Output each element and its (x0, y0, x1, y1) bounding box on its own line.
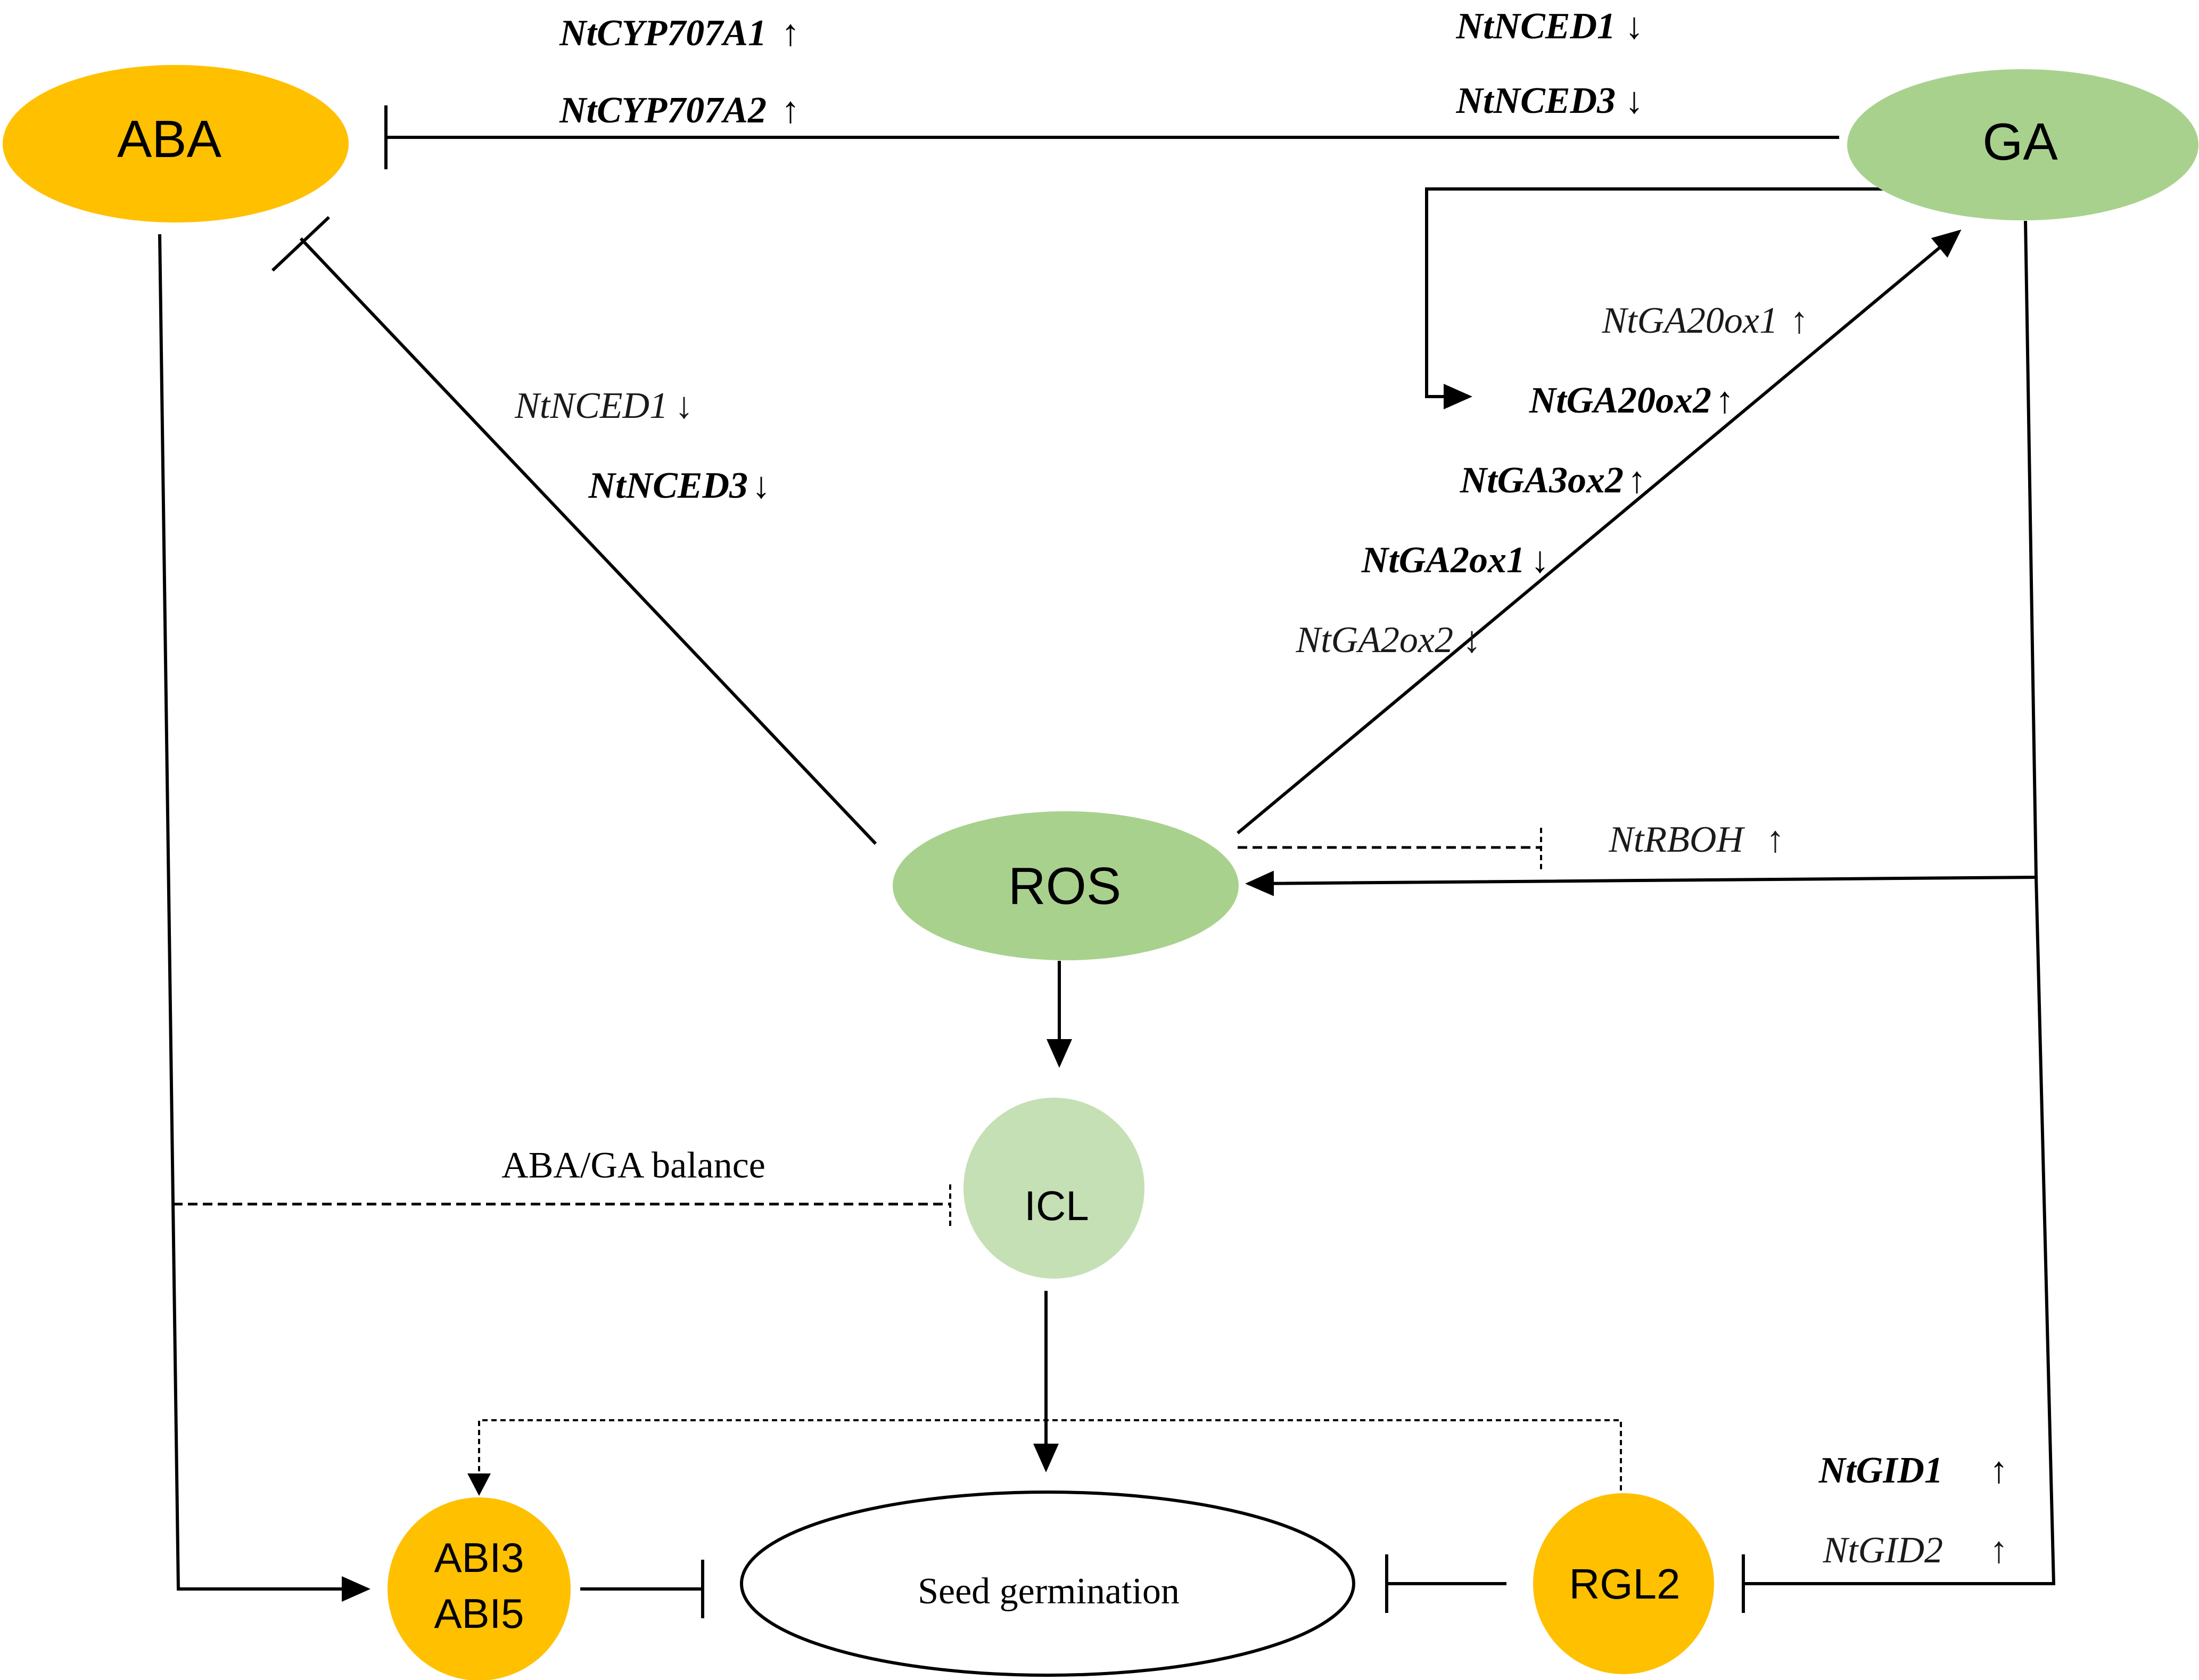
gene-ntrboh: NtRBOH (1608, 819, 1745, 860)
gene-ntgid2: NtGID2 (1822, 1530, 1943, 1571)
node-icl-label: ICL (1024, 1182, 1089, 1229)
aba-ga-balance-label: ABA/GA balance (501, 1145, 765, 1186)
edge-ros-activates-ga (1237, 229, 1962, 835)
node-rgl2: RGL2 (1533, 1493, 1714, 1674)
gene-ntga20ox2: NtGA20ox2 (1529, 380, 1711, 421)
gene-ntnced3-left: NtNCED3 (588, 465, 748, 506)
node-aba-label: ABA (117, 110, 222, 168)
gene-ntgid1-up-arrow-icon: ↑ (1990, 1450, 2008, 1491)
gene-ntnced3-top-down-arrow-icon: ↓ (1625, 80, 1644, 121)
gene-ntga20ox2-up-arrow-icon: ↑ (1716, 380, 1734, 421)
gene-ntga3ox2-up-arrow-icon: ↑ (1628, 460, 1646, 501)
node-rgl2-label: RGL2 (1569, 1560, 1681, 1608)
gene-ntnced3-top: NtNCED3 (1456, 80, 1616, 121)
gene-ntga2ox1-down-arrow-icon: ↓ (1531, 540, 1550, 581)
node-ros: ROS (893, 811, 1239, 960)
edge-ga-inhibits-rgl2 (1743, 877, 2056, 1585)
gene-ntcyp707a1-up-arrow-icon: ↑ (781, 13, 800, 54)
gene-ntcyp707a2: NtCYP707A2 (559, 90, 767, 131)
node-abi3-label: ABI3 (434, 1534, 524, 1581)
gene-ntnced1-left: NtNCED1 (514, 385, 668, 426)
edge-rgl2-dashed-to-abi (478, 1419, 1622, 1490)
node-aba: ABA (3, 65, 349, 223)
gene-ntnced3-left-down-arrow-icon: ↓ (752, 465, 771, 506)
edge-ros-inhibits-aba (299, 237, 877, 845)
edge-ga-feedback-ga20ox2 (1425, 187, 1892, 409)
node-icl: ICL (963, 1098, 1144, 1279)
node-ga-label: GA (1982, 112, 2058, 171)
gene-ntga2ox2-down-arrow-icon: ↓ (1463, 620, 1481, 661)
node-abi3-abi5: ABI3 ABI5 (388, 1497, 571, 1680)
gene-ntga20ox1: NtGA20ox1 (1601, 300, 1778, 341)
gene-ntgid2-up-arrow-icon: ↑ (1990, 1530, 2008, 1571)
node-ros-label: ROS (1008, 857, 1121, 915)
gene-ntnced1-left-down-arrow-icon: ↓ (675, 385, 694, 426)
gene-ntgid1: NtGID1 (1818, 1450, 1943, 1491)
edge-rgl2-dashed-to-abi-head (467, 1473, 491, 1496)
node-seed-germination: Seed germination (740, 1490, 1355, 1677)
gene-ntga2ox2: NtGA2ox2 (1295, 620, 1453, 661)
gene-ntcyp707a1: NtCYP707A1 (559, 13, 767, 54)
gene-ntga20ox1-up-arrow-icon: ↑ (1790, 300, 1809, 341)
edge-ros-inhibits-aba-bar (271, 216, 331, 272)
gene-ntcyp707a2-up-arrow-icon: ↑ (781, 90, 800, 131)
gene-ntrboh-up-arrow-icon: ↑ (1766, 819, 1785, 860)
node-seed-germination-label: Seed germination (918, 1571, 1180, 1612)
gene-ntnced1-top: NtNCED1 (1456, 6, 1616, 47)
gene-ntga2ox1: NtGA2ox1 (1361, 540, 1525, 581)
edge-aba-to-abi (158, 234, 370, 1602)
node-abi5-label: ABI5 (434, 1590, 524, 1637)
gene-ntga3ox2: NtGA3ox2 (1460, 460, 1624, 501)
node-ga: GA (1847, 69, 2198, 220)
gene-ntnced1-top-down-arrow-icon: ↓ (1625, 6, 1644, 47)
